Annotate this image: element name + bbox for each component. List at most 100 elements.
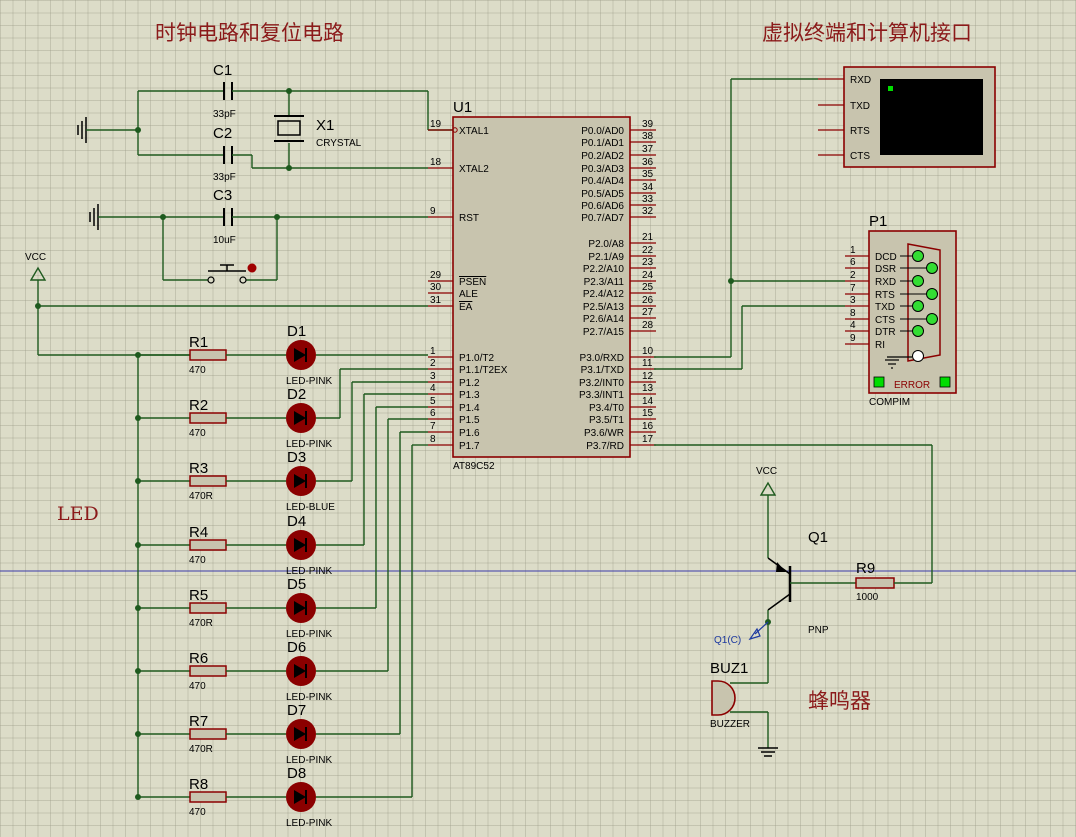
buzzer-buz1[interactable] [711, 680, 736, 716]
svg-text:Q1: Q1 [808, 529, 828, 546]
pin-number: 8 [850, 308, 856, 319]
led-value: LED-PINK [286, 755, 332, 766]
led-diode-icon[interactable] [286, 530, 316, 560]
led-diode-icon[interactable] [286, 656, 316, 686]
resistor-ref: R3 [189, 460, 208, 477]
resistor-ref: R5 [189, 587, 208, 604]
led-diode-icon[interactable] [286, 719, 316, 749]
mcu-u1[interactable]: U1 AT89C52 19XTAL118XTAL29RST29PSEN30ALE… [428, 99, 656, 472]
pin-number: 38 [642, 131, 654, 142]
pin-label: P2.4/A12 [583, 289, 625, 300]
resistor[interactable] [189, 349, 227, 361]
pin-label: RST [459, 213, 479, 224]
pin-number: 37 [642, 144, 654, 155]
pin-label: P2.5/A13 [583, 302, 625, 313]
pin-label: P0.4/AD4 [581, 176, 624, 187]
led-ref: D2 [287, 386, 306, 403]
svg-text:VCC: VCC [25, 252, 46, 263]
pin-number: 26 [642, 295, 654, 306]
resistor[interactable] [189, 475, 227, 487]
pin-label: P1.5 [459, 415, 480, 426]
terminal-screen[interactable] [880, 79, 983, 155]
led-diode-icon[interactable] [286, 403, 316, 433]
pin-label: P0.2/AD2 [581, 151, 624, 162]
led-diode-icon[interactable] [286, 466, 316, 496]
pin-number: 19 [430, 119, 442, 130]
pin-number: 1 [430, 346, 436, 357]
voltage-probe-icon [748, 627, 761, 641]
compim-p1[interactable]: P1 COMPIM 1DCD6DSR2RXD7RTS3TXD8CTS4DTR9R… [845, 213, 957, 408]
error-led-icon [873, 376, 885, 388]
transistor-q1[interactable] [767, 557, 810, 611]
pin-number: 10 [642, 346, 654, 357]
pin-state-led-icon [912, 325, 924, 337]
clock-reset-circuit[interactable]: C1 33pF C2 33pF X1 CRYSTAL [25, 62, 453, 356]
buzzer-circuit[interactable]: VCC Q1 PNP R9 1000 Q1(C) BUZ1 [654, 444, 933, 757]
pin-number: 22 [642, 245, 654, 256]
pin-number: 11 [642, 358, 653, 369]
resistor-value: 470 [189, 428, 206, 439]
svg-text:PNP: PNP [808, 625, 829, 636]
resistor[interactable] [189, 791, 227, 803]
pin-number: 7 [850, 283, 856, 294]
resistor-value: 470 [189, 365, 206, 376]
pin-state-led-icon [926, 313, 938, 325]
pin-label: P0.3/AD3 [581, 164, 624, 175]
resistor[interactable] [189, 539, 227, 551]
resistor[interactable] [189, 412, 227, 424]
resistor-value: 470 [189, 555, 206, 566]
pin-label: ALE [459, 289, 478, 300]
svg-text:C1: C1 [213, 62, 232, 79]
pin-number: 33 [642, 194, 654, 205]
svg-text:R9: R9 [856, 560, 875, 577]
pin-number: 3 [430, 371, 436, 382]
pin-label: P1.3 [459, 390, 480, 401]
led-diode-icon[interactable] [286, 782, 316, 812]
pin-number: 32 [642, 206, 654, 217]
ground-symbol [77, 117, 87, 143]
pin-label: DTR [875, 327, 896, 338]
pin-label: P0.1/AD1 [581, 138, 624, 149]
pin-number: 36 [642, 157, 654, 168]
pin-label: P2.0/A8 [588, 239, 624, 250]
ground-symbol [758, 747, 778, 757]
pin-label: P3.4/T0 [589, 403, 624, 414]
led-diode-icon[interactable] [286, 340, 316, 370]
pin-number: 31 [430, 295, 442, 306]
pin-state-led-icon [926, 262, 938, 274]
pin-label: EA [459, 302, 473, 313]
resistor-ref: R2 [189, 397, 208, 414]
ground-symbol [885, 356, 912, 369]
svg-text:33pF: 33pF [213, 172, 236, 183]
pin-number: 17 [642, 434, 654, 445]
resistor-value: 470R [189, 491, 213, 502]
pin-number: 6 [850, 257, 856, 268]
svg-text:COMPIM: COMPIM [869, 397, 910, 408]
pin-label: P1.7 [459, 441, 480, 452]
svg-text:BUZZER: BUZZER [710, 719, 750, 730]
resistor[interactable] [189, 602, 227, 614]
reset-button[interactable] [207, 263, 257, 284]
led-value: LED-PINK [286, 692, 332, 703]
resistor[interactable] [189, 728, 227, 740]
svg-text:C3: C3 [213, 187, 232, 204]
led-array[interactable]: R1470D1LED-PINKR2470D2LED-PINKR3470RD3LE… [135, 323, 428, 829]
led-diode-icon[interactable] [286, 593, 316, 623]
resistor-r9[interactable] [855, 577, 895, 589]
crystal-x1[interactable] [274, 115, 304, 142]
resistor-ref: R6 [189, 650, 208, 667]
pin-label: P1.4 [459, 403, 480, 414]
resistor-value: 470R [189, 744, 213, 755]
pin-label: RXD [875, 277, 896, 288]
resistor[interactable] [189, 665, 227, 677]
